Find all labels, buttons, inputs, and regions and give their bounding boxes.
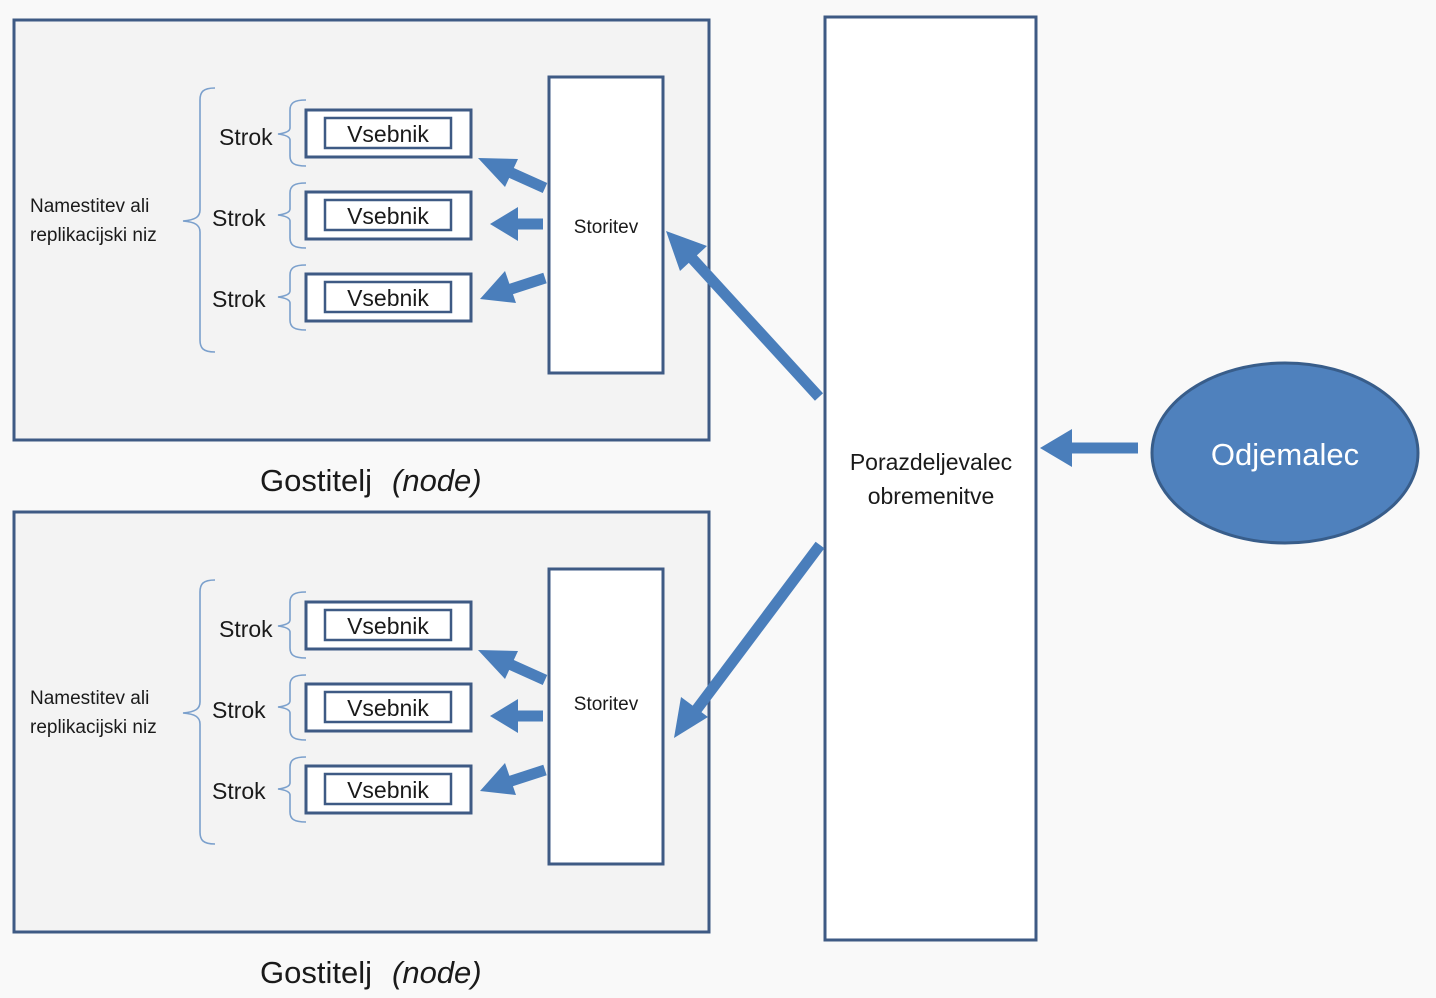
deployment-brace-1 (182, 87, 216, 353)
host-caption-1: Gostitelj (260, 463, 372, 498)
service-to-pod-arrow-1-1 (478, 158, 548, 194)
pod-label: Strok (212, 205, 266, 231)
pod-2-2: Strok Vsebnik (212, 674, 473, 741)
pod-2-1: Strok Vsebnik (219, 591, 473, 659)
load-balancer-box (823, 15, 1038, 942)
client-to-lb-arrow (1040, 429, 1138, 467)
host-caption-2: Gostitelj (260, 955, 372, 990)
host-caption-italic-2: (node) (392, 955, 482, 990)
load-balancer-label-line2: obremenitve (868, 483, 995, 509)
pod-label: Strok (212, 697, 266, 723)
host-caption-text: Gostitelj (260, 463, 372, 498)
container-label: Vsebnik (347, 203, 429, 229)
container-label: Vsebnik (347, 121, 429, 147)
host-group-2: Namestitev ali replikacijski niz Strok V… (12, 510, 711, 990)
container-label: Vsebnik (347, 285, 429, 311)
service-box-2 (547, 567, 665, 866)
deployment-label-1-line1: Namestitev ali (30, 196, 149, 217)
host-caption-italic-1: (node) (392, 463, 482, 498)
lb-to-service-arrow-1 (666, 231, 824, 401)
container-box (323, 690, 453, 724)
pod-brace (277, 674, 307, 741)
container-label: Vsebnik (347, 613, 429, 639)
pod-1-3: Strok Vsebnik (212, 264, 473, 331)
pod-brace (277, 99, 307, 167)
container-box (323, 198, 453, 232)
pod-label: Strok (212, 286, 266, 312)
lb-to-service-arrow-2 (674, 541, 825, 738)
load-balancer-label-line1: Porazdeljevalec (850, 449, 1012, 475)
client-label: Odjemalec (1211, 437, 1359, 472)
pod-brace (277, 756, 307, 823)
deployment-label-1-line2: replikacijski niz (30, 225, 157, 246)
load-balancer-group: Porazdeljevalec obremenitve (823, 15, 1038, 942)
deployment-brace-2 (182, 579, 216, 845)
container-label: Vsebnik (347, 777, 429, 803)
container-box (323, 116, 453, 150)
service-to-pod-arrow-2-3 (480, 763, 547, 795)
service-label-2: Storitev (574, 694, 639, 715)
service-label-1: Storitev (574, 217, 639, 238)
pod-label: Strok (219, 616, 273, 642)
pod-2-3: Strok Vsebnik (212, 756, 473, 823)
pod-brace (277, 182, 307, 249)
pod-1-2: Strok Vsebnik (212, 182, 473, 249)
client-ellipse (1150, 361, 1420, 545)
service-to-pod-arrow-1-2 (490, 207, 543, 241)
host-group-1: Namestitev ali replikacijski niz Strok V… (12, 18, 711, 498)
pod-label: Strok (212, 778, 266, 804)
service-box-1 (547, 75, 665, 375)
pod-brace (277, 264, 307, 331)
pod-brace (277, 591, 307, 659)
pod-label: Strok (219, 124, 273, 150)
client-group: Odjemalec (1150, 361, 1420, 545)
service-to-pod-arrow-2-2 (490, 699, 543, 733)
pod-1-1: Strok Vsebnik (219, 99, 473, 167)
container-box (323, 608, 453, 642)
host-caption-text: Gostitelj (260, 955, 372, 990)
service-to-pod-arrow-1-3 (480, 271, 547, 303)
container-box (323, 280, 453, 314)
container-box (323, 772, 453, 806)
deployment-label-2-line2: replikacijski niz (30, 717, 157, 738)
deployment-label-2-line1: Namestitev ali (30, 688, 149, 709)
container-label: Vsebnik (347, 695, 429, 721)
service-to-pod-arrow-2-1 (478, 650, 548, 686)
